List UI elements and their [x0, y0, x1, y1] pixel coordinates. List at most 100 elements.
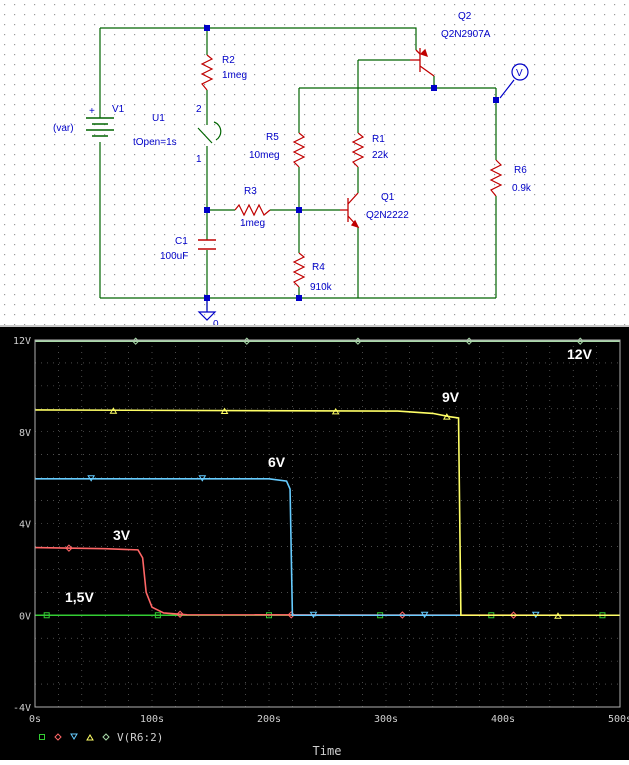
- y-tick-label: -4V: [13, 703, 31, 714]
- y-tick-label: 0V: [19, 611, 31, 622]
- r5-ref-label: R5: [266, 132, 279, 143]
- transistor-q2-icon[interactable]: [410, 48, 435, 77]
- trace-line: [35, 477, 620, 617]
- q1-value-label: Q2N2222: [366, 210, 409, 221]
- x-tick-label: 500s: [608, 714, 629, 725]
- trace-marker: [87, 475, 96, 482]
- plot-grid: [34, 339, 621, 708]
- y-tick-label: 4V: [19, 520, 31, 531]
- trace-marker: [39, 734, 45, 740]
- r6-value-label: 0.9k: [512, 183, 532, 194]
- v1-ref-label: V1: [112, 104, 125, 115]
- r4-ref-label: R4: [312, 262, 325, 273]
- curve-annotation: 12V: [567, 346, 593, 362]
- q2-value-label: Q2N2907A: [441, 29, 491, 40]
- legend-trace-label: V(R6:2): [117, 731, 163, 744]
- resistor-r6-icon[interactable]: [489, 159, 503, 197]
- resistor-r4-icon[interactable]: [292, 252, 306, 288]
- traces: [34, 337, 621, 619]
- u1-ref-label: U1: [152, 113, 165, 124]
- trace-line: [34, 546, 621, 617]
- trace-line: [34, 409, 620, 617]
- switch-u1-icon[interactable]: [197, 115, 222, 157]
- trace-marker: [198, 475, 207, 482]
- schematic-window[interactable]: + V1 (var) R2 1meg U1 tOpen=1s 2 1 C1 10…: [0, 0, 629, 330]
- trace-marker: [65, 544, 73, 552]
- x-tick-label: 400s: [491, 714, 515, 725]
- y-axis-ticks: -4V 0V 4V 8V 12V: [13, 336, 31, 714]
- battery-icon[interactable]: [86, 117, 114, 137]
- q1-ref-label: Q1: [381, 192, 395, 203]
- legend[interactable]: V(R6:2): [39, 731, 164, 744]
- trace-2: [34, 544, 621, 619]
- probe-window[interactable]: -4V 0V 4V 8V 12V 0s 100s 200s 300s 400s 500s 1,5V…: [0, 327, 629, 760]
- trace-marker: [86, 734, 94, 741]
- curve-annotation: 9V: [442, 389, 460, 405]
- voltage-probe-icon[interactable]: V: [499, 63, 529, 99]
- v1-value-label: (var): [53, 123, 74, 134]
- resistor-r1-icon[interactable]: [351, 132, 365, 168]
- trace-4: [34, 407, 620, 619]
- curve-annotation: 3V: [113, 527, 131, 543]
- trace-marker: [554, 612, 562, 619]
- r2-value-label: 1meg: [222, 70, 247, 81]
- capacitor-c1-icon[interactable]: [198, 239, 216, 250]
- trace-marker: [176, 610, 184, 618]
- trace-marker: [43, 612, 50, 619]
- resistor-r5-icon[interactable]: [292, 132, 306, 168]
- curve-annotation: 6V: [268, 454, 286, 470]
- waveform-plot[interactable]: -4V 0V 4V 8V 12V 0s 100s 200s 300s 400s 500s 1,5V…: [0, 327, 629, 760]
- u1-pin-2: 2: [196, 104, 202, 115]
- wires: [99, 27, 497, 310]
- circuit-diagram: + V1 (var) R2 1meg U1 tOpen=1s 2 1 C1 10…: [0, 0, 629, 330]
- trace-marker: [420, 611, 429, 619]
- r3-value-label: 1meg: [240, 218, 265, 229]
- trace-5: [35, 337, 620, 345]
- r5-value-label: 10meg: [249, 150, 280, 161]
- x-tick-label: 200s: [257, 714, 281, 725]
- c1-ref-label: C1: [175, 236, 188, 247]
- r1-value-label: 22k: [372, 150, 389, 161]
- x-axis-title: Time: [313, 744, 342, 758]
- u1-value-label: tOpen=1s: [133, 137, 177, 148]
- x-tick-label: 100s: [140, 714, 164, 725]
- trace-marker: [109, 407, 118, 414]
- junction-dots: [204, 25, 499, 301]
- trace-marker: [102, 733, 110, 741]
- trace-marker: [70, 733, 78, 740]
- x-tick-label: 0s: [29, 714, 41, 725]
- y-tick-label: 8V: [19, 428, 31, 439]
- y-tick-label: 12V: [13, 336, 31, 347]
- v1-plus-sign: +: [89, 106, 95, 117]
- trace-marker: [398, 611, 407, 619]
- transistor-q1-icon[interactable]: [340, 192, 360, 229]
- trace-marker: [54, 733, 62, 741]
- plot-frame: [34, 339, 621, 708]
- trace-marker: [287, 611, 295, 619]
- curve-annotations: 1,5V 3V 6V 9V 12V: [65, 346, 593, 605]
- x-tick-label: 300s: [374, 714, 398, 725]
- r6-ref-label: R6: [514, 165, 527, 176]
- r3-ref-label: R3: [244, 186, 257, 197]
- r4-value-label: 910k: [310, 282, 333, 293]
- probe-marker-label: V: [516, 68, 523, 79]
- trace-marker: [331, 407, 340, 415]
- ground-icon: [197, 301, 217, 321]
- resistor-r2-icon[interactable]: [200, 54, 214, 91]
- curve-annotation: 1,5V: [65, 589, 94, 605]
- trace-marker: [309, 611, 318, 619]
- r2-ref-label: R2: [222, 55, 235, 66]
- trace-marker: [509, 611, 518, 619]
- ground-label: 0: [213, 319, 219, 325]
- c1-value-label: 100uF: [160, 251, 188, 262]
- trace-3: [35, 475, 620, 619]
- resistor-r3-icon[interactable]: [234, 203, 271, 217]
- grid-dots: [0, 0, 629, 325]
- trace-marker: [220, 407, 229, 415]
- u1-pin-1: 1: [196, 154, 202, 165]
- q2-ref-label: Q2: [458, 11, 472, 22]
- x-axis-ticks: 0s 100s 200s 300s 400s 500s: [29, 714, 629, 725]
- window-separator: [0, 325, 629, 327]
- trace-marker: [154, 612, 161, 619]
- trace-marker: [442, 413, 451, 420]
